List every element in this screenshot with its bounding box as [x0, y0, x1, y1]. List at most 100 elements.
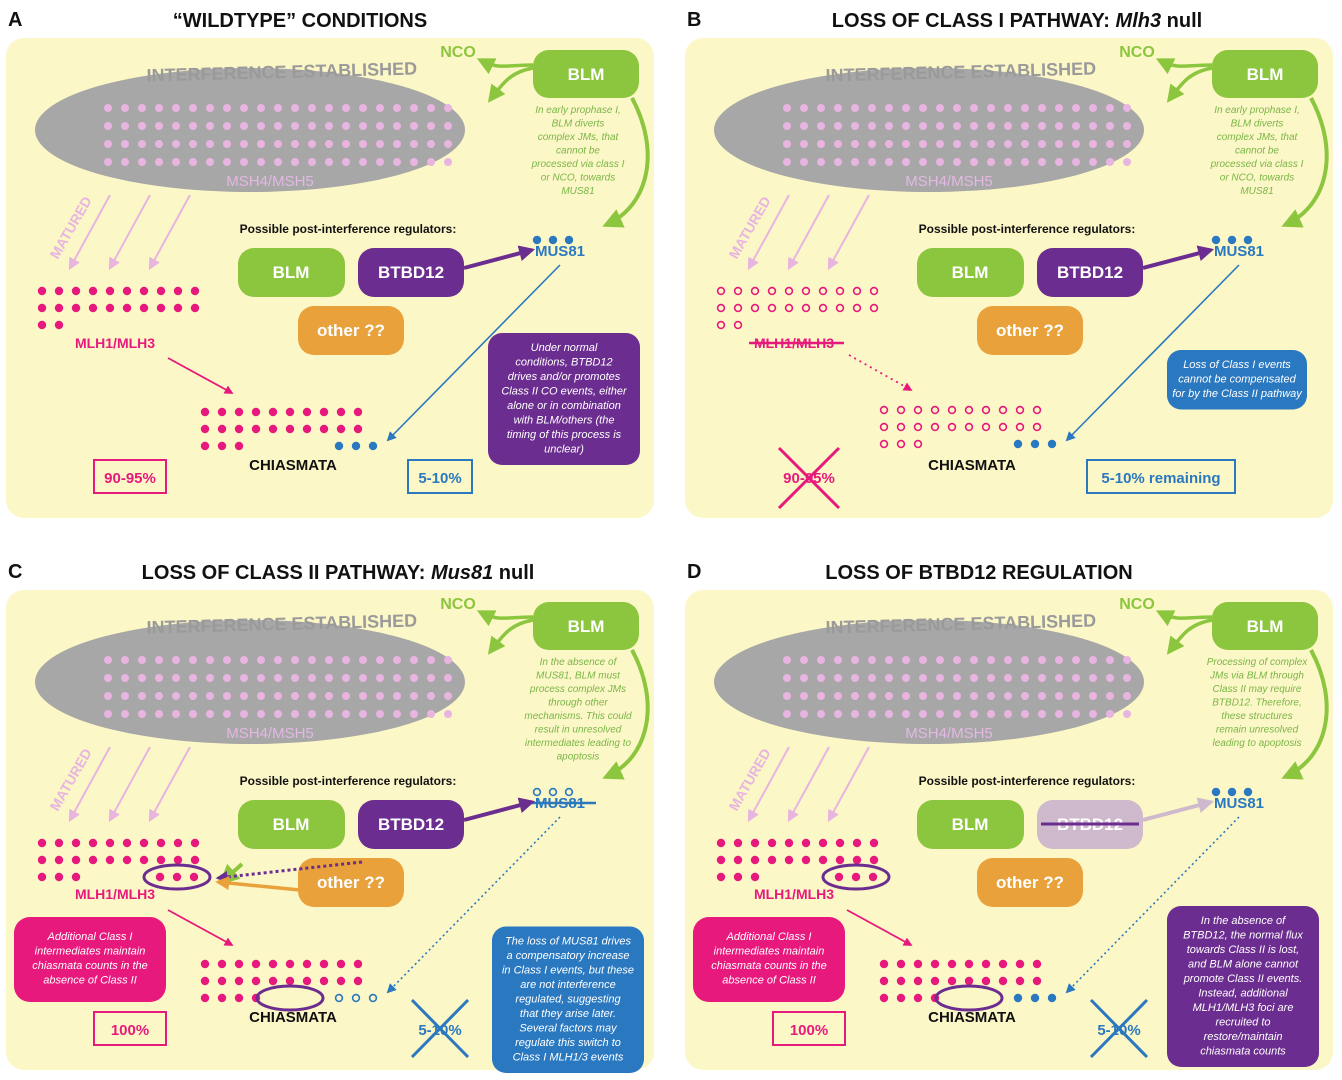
mlh-extra-focus: [155, 872, 165, 882]
mlh-focus: [750, 286, 760, 296]
panel-title-suffix: null: [493, 562, 534, 584]
explanation-text-line: conditions, BTBD12: [515, 357, 612, 369]
chiasmata-focus: [1015, 422, 1025, 432]
chiasmata-focus: [964, 405, 974, 415]
msh-focus: [885, 692, 893, 700]
explanation-text-line: regulate this switch to: [515, 1037, 621, 1049]
chiasmata-focus: [336, 976, 346, 986]
blm-to-mus81-arrow: [1281, 649, 1329, 780]
other-label: other ??: [317, 873, 385, 892]
mlh-focus: [733, 872, 743, 882]
msh-focus: [970, 104, 978, 112]
explanation-text-line: timing of this process is: [507, 429, 622, 441]
msh-focus: [817, 104, 825, 112]
msh-focus: [868, 122, 876, 130]
msh-focus: [342, 674, 350, 682]
blm-note-line: BLM diverts: [1231, 119, 1284, 130]
msh-focus: [410, 674, 418, 682]
explanation-text-line: Several factors may: [519, 1023, 618, 1035]
chiasmata-focus: [268, 976, 278, 986]
msh-focus: [172, 104, 180, 112]
msh-focus: [970, 122, 978, 130]
mus81-label: MUS81: [1214, 795, 1264, 812]
msh-focus: [783, 692, 791, 700]
mlh-focus: [750, 872, 760, 882]
msh-focus: [1038, 692, 1046, 700]
msh-focus: [359, 104, 367, 112]
chiasmata-classii-focus: [334, 993, 344, 1003]
explanation-text-line: Instead, additional: [1198, 988, 1288, 1000]
msh-focus: [970, 692, 978, 700]
chiasmata-focus: [913, 422, 923, 432]
chiasmata-focus: [879, 439, 889, 449]
msh-focus: [121, 140, 129, 148]
msh-focus: [257, 122, 265, 130]
chiasmata-focus: [217, 424, 227, 434]
chiasmata-focus: [319, 976, 329, 986]
chiasmata-focus: [998, 976, 1008, 986]
blm-note-line: leading to apoptosis: [1213, 738, 1302, 749]
msh-focus: [240, 692, 248, 700]
chiasmata-focus: [896, 959, 906, 969]
mlh-to-chiasmata-arrow: [167, 909, 234, 946]
msh-focus: [1123, 122, 1131, 130]
blm-regulator-label: BLM: [952, 263, 989, 282]
msh-focus: [1021, 674, 1029, 682]
msh-focus: [155, 692, 163, 700]
chiasmata-focus: [336, 424, 346, 434]
chiasmata-focus: [336, 959, 346, 969]
msh-focus: [274, 656, 282, 664]
msh-focus: [274, 140, 282, 148]
mlh1-mlh3-label: MLH1/MLH3: [75, 886, 155, 902]
msh-focus: [376, 140, 384, 148]
msh-focus: [851, 674, 859, 682]
chiasmata-label: CHIASMATA: [249, 457, 337, 474]
chiasmata-classii-focus: [368, 993, 378, 1003]
explanation-text-line: Loss of Class I events: [1183, 359, 1291, 371]
panel-title-suffix: null: [1161, 10, 1202, 32]
explanation-text-line: unclear): [544, 444, 584, 456]
msh-focus: [953, 140, 961, 148]
explanation-text-line: recruited to: [1215, 1017, 1270, 1029]
mlh-focus: [818, 303, 828, 313]
msh-focus: [189, 692, 197, 700]
msh-focus: [291, 104, 299, 112]
msh-focus: [868, 674, 876, 682]
other-label: other ??: [317, 321, 385, 340]
msh-focus: [410, 656, 418, 664]
btbd12-box: [358, 248, 464, 297]
mlh-focus: [767, 838, 777, 848]
class-i-compensation-text-line: intermediates maintain: [35, 946, 146, 958]
chiasmata-focus: [251, 959, 261, 969]
msh-focus: [410, 710, 418, 718]
chiasmata-focus: [964, 976, 974, 986]
mus81-focus: [1243, 787, 1253, 797]
msh-focus: [800, 692, 808, 700]
blm-top-box: [1212, 50, 1318, 98]
mus81-to-chiasmata-arrow: [1065, 816, 1240, 994]
mlh-focus: [105, 838, 115, 848]
mlh-focus: [801, 855, 811, 865]
blm-note-line: mechanisms. This could: [524, 711, 632, 722]
msh-focus: [919, 122, 927, 130]
chiasmata-focus: [964, 422, 974, 432]
msh-focus: [393, 122, 401, 130]
blm-note-line: through other: [548, 698, 608, 709]
msh-focus: [444, 656, 452, 664]
msh-focus: [257, 158, 265, 166]
chiasmata-focus: [930, 405, 940, 415]
msh-focus: [308, 122, 316, 130]
msh-focus: [783, 656, 791, 664]
chiasmata-focus: [947, 976, 957, 986]
msh-focus: [1123, 104, 1131, 112]
msh-focus: [104, 692, 112, 700]
mlh-focus: [818, 838, 828, 848]
blm-regulator-box: [917, 248, 1024, 297]
msh-focus: [1123, 656, 1131, 664]
chiasmata-focus: [302, 976, 312, 986]
chiasmata-classii-focus: [1030, 993, 1040, 1003]
panel-title-gene: Mlh3: [1116, 10, 1162, 32]
